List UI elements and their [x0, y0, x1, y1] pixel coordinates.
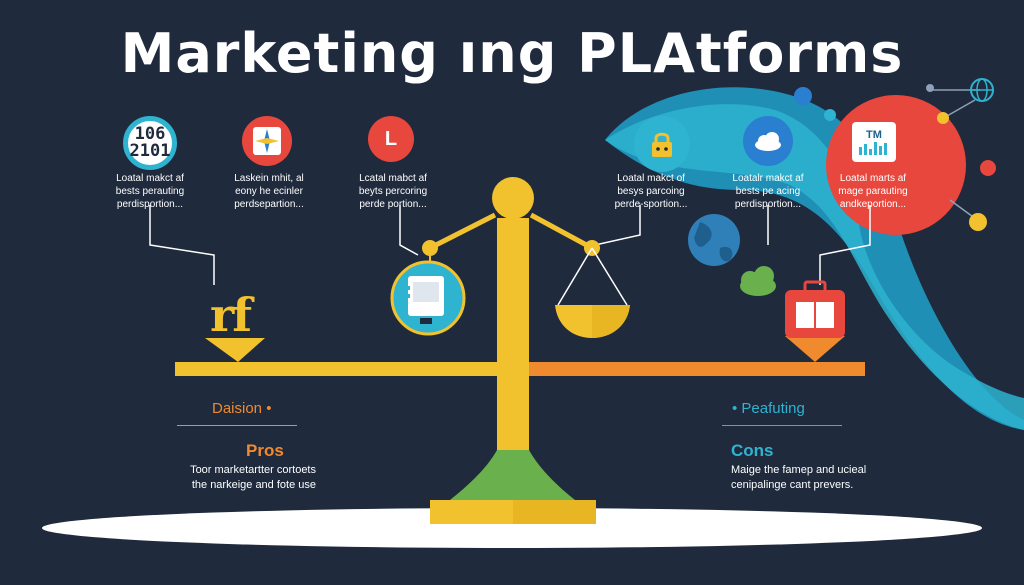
briefcase-icon — [785, 280, 845, 338]
caption-3: Lcatal mabct af beyts percoring perde po… — [358, 173, 428, 210]
scale-knob — [492, 177, 534, 219]
floor-ellipse — [42, 508, 982, 548]
data-icon: 106 2101 — [123, 116, 177, 170]
earth-icon — [688, 214, 740, 266]
caption-6: Loatal marts af mage parauting andkeport… — [838, 173, 908, 210]
dot-yellow-2 — [969, 213, 987, 231]
cons-heading: Cons — [731, 441, 774, 460]
light-cyan-wave — [605, 104, 1024, 431]
globe-icon — [970, 78, 994, 102]
left-arrow-holder — [205, 338, 265, 362]
analytics-icon: TM — [852, 122, 896, 162]
scale-beam-left — [175, 362, 515, 376]
right-divider — [722, 425, 842, 426]
analytics-icon-text: TM — [866, 129, 882, 141]
caption-2: Laskein mhit, al eony he ecinler perdsep… — [234, 173, 304, 210]
scale-beam-right — [515, 362, 865, 376]
dot-grey — [926, 84, 934, 92]
left-tag: Daision • — [212, 400, 272, 417]
lock-icon — [634, 116, 690, 172]
green-cloud-icon — [740, 266, 776, 296]
dot-blue — [794, 87, 812, 105]
scale-base — [450, 450, 575, 500]
device-pan — [390, 260, 466, 336]
scale-pole — [497, 218, 529, 458]
cloud-icon — [743, 116, 793, 166]
page-title: Marketing ıng PLAtforms — [120, 22, 904, 85]
caption-1: Loatal makct af bests perauting perdispo… — [115, 173, 185, 210]
right-tag: • Peafuting — [732, 400, 805, 417]
pros-body: Toor marketartter cortoets the narkeige … — [190, 464, 316, 491]
dot-cyan — [824, 109, 836, 121]
left-divider — [177, 425, 297, 426]
compass-icon — [242, 116, 292, 166]
left-symbol: rf — [210, 288, 252, 342]
letter-l-icon: L — [368, 116, 414, 162]
dot-yellow-1 — [937, 112, 949, 124]
data-icon-text: 106 2101 — [129, 124, 171, 161]
pros-heading: Pros — [246, 441, 284, 460]
caption-4: Loatal makct of besys parcoing perde-spo… — [614, 173, 688, 210]
dot-red — [980, 160, 996, 176]
caption-5: Loatalr makct af bests pe acing perdispo… — [732, 173, 804, 210]
right-bag-holder — [785, 336, 845, 362]
cons-body: Maige the famep and ucieal cenipalinge c… — [731, 464, 867, 491]
letter-l-text: L — [384, 127, 398, 150]
